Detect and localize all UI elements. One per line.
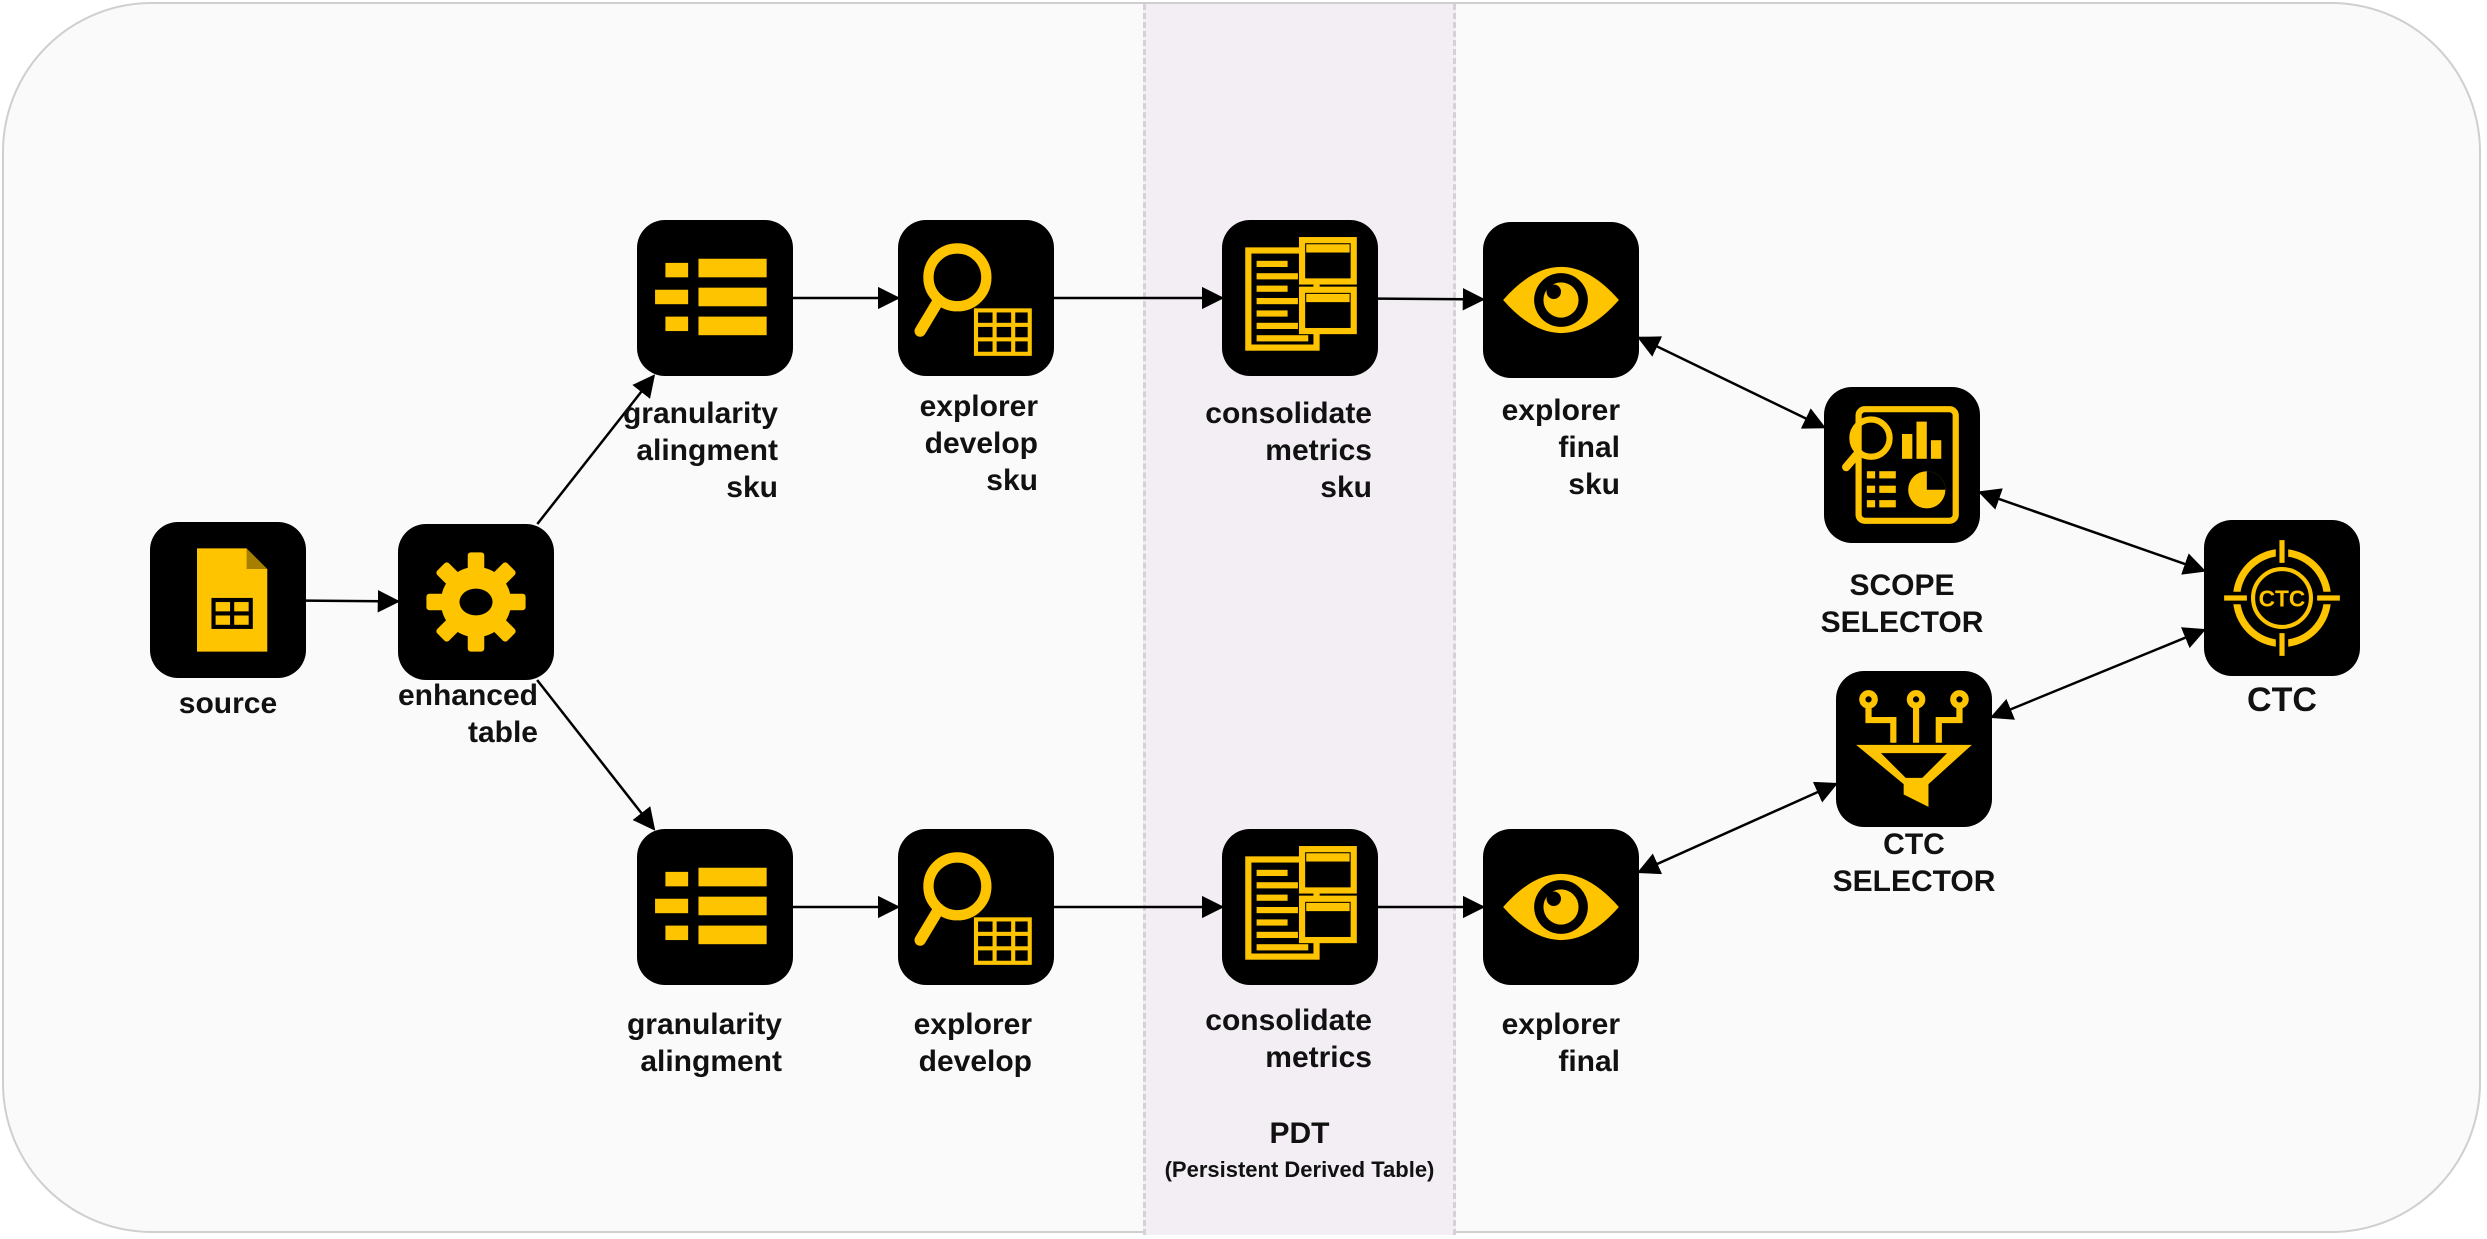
label-explorer-final-sku: explorer final sku	[1450, 392, 1620, 503]
edge-enhanced-table-to-granularity-alingment	[536, 679, 656, 831]
label-line: metrics	[1265, 434, 1372, 467]
label-ctc: CTC	[2204, 682, 2360, 719]
spreadsheet-icon	[197, 548, 268, 652]
node-enhanced-table[interactable]	[398, 524, 554, 680]
label-line: develop	[918, 1045, 1032, 1078]
label-ctc-selector: CTC SELECTOR	[1800, 826, 2028, 900]
label-consolidate-metrics-sku: consolidate metrics sku	[1200, 395, 1372, 506]
label-line: source	[178, 687, 278, 720]
edge-explorer-final-to-ctc-selector	[1636, 781, 1839, 875]
node-granularity-alingment[interactable]	[637, 829, 793, 985]
label-line: CTC	[1883, 828, 1945, 861]
edge-source-to-enhanced-table	[305, 589, 401, 613]
dashboard-layout-icon	[1245, 846, 1357, 960]
label-line: consolidate	[1205, 1004, 1372, 1037]
list-icon	[655, 867, 767, 945]
label-line: explorer	[1501, 1008, 1620, 1041]
edge-ctc-selector-to-ctc	[1989, 627, 2207, 720]
label-explorer-final: explorer final	[1450, 1006, 1620, 1080]
magnifier-table-icon	[914, 852, 1032, 965]
label-line: granularity	[626, 1008, 782, 1041]
label-line: final	[1558, 1045, 1620, 1078]
label-line: granularity	[622, 397, 778, 430]
report-search-icon	[1842, 406, 1959, 524]
label-line: table	[467, 716, 538, 749]
label-line: explorer	[1501, 394, 1620, 427]
label-scope-selector: SCOPE SELECTOR	[1790, 567, 2014, 641]
node-ctc-selector[interactable]	[1836, 671, 1992, 827]
funnel-filter-icon	[1856, 690, 1972, 807]
eye-icon	[1503, 266, 1619, 334]
node-consolidate-metrics-sku[interactable]	[1222, 220, 1378, 376]
edge-explorer-final-sku-to-scope-selector	[1636, 336, 1827, 429]
pdt-region	[1143, 4, 1456, 1235]
label-line: alingment	[636, 434, 778, 467]
magnifier-table-icon	[914, 243, 1032, 356]
pdt-title: PDT	[1269, 1117, 1330, 1150]
label-line: sku	[986, 464, 1038, 497]
node-consolidate-metrics[interactable]	[1222, 829, 1378, 985]
list-icon	[655, 258, 767, 336]
label-line: develop	[924, 427, 1038, 460]
label-granularity-alingment-sku: granularity alingment sku	[600, 395, 778, 506]
target-icon: CTC	[2224, 540, 2340, 656]
node-scope-selector[interactable]	[1824, 387, 1980, 543]
gear-icon	[426, 552, 526, 652]
label-source: source	[150, 685, 306, 722]
eye-icon	[1503, 873, 1619, 941]
label-line: SELECTOR	[1820, 606, 1984, 639]
node-source[interactable]	[150, 522, 306, 678]
edge-consolidate-metrics-sku-to-explorer-final-sku	[1377, 287, 1486, 311]
pdt-subtitle: (Persistent Derived Table)	[1164, 1157, 1435, 1182]
label-line: SCOPE	[1849, 569, 1955, 602]
label-line: sku	[726, 471, 778, 504]
node-explorer-final[interactable]	[1483, 829, 1639, 985]
node-ctc[interactable]: CTC	[2204, 520, 2360, 676]
label-consolidate-metrics: consolidate metrics	[1200, 1002, 1372, 1076]
label-line: alingment	[640, 1045, 782, 1078]
label-enhanced-table: enhanced table	[380, 677, 538, 751]
label-line: consolidate	[1205, 397, 1372, 430]
label-line: SELECTOR	[1832, 865, 1996, 898]
dashboard-layout-icon	[1245, 237, 1357, 351]
label-line: sku	[1568, 468, 1620, 501]
node-explorer-develop[interactable]	[898, 829, 1054, 985]
label-line: final	[1558, 431, 1620, 464]
node-explorer-develop-sku[interactable]	[898, 220, 1054, 376]
label-explorer-develop-sku: explorer develop sku	[880, 388, 1038, 499]
label-explorer-develop: explorer develop	[880, 1006, 1032, 1080]
edge-enhanced-table-to-granularity-alingment-sku	[536, 374, 656, 525]
label-line: CTC	[2247, 681, 2317, 719]
label-line: explorer	[919, 390, 1038, 423]
label-line: metrics	[1265, 1041, 1372, 1074]
label-granularity-alingment: granularity alingment	[600, 1006, 782, 1080]
node-explorer-final-sku[interactable]	[1483, 222, 1639, 378]
edge-scope-selector-to-ctc	[1977, 488, 2207, 575]
label-line: explorer	[913, 1008, 1032, 1041]
label-line: enhanced	[397, 679, 538, 712]
node-granularity-alingment-sku[interactable]	[637, 220, 793, 376]
ctc-icon-text: CTC	[2259, 585, 2306, 611]
label-line: sku	[1320, 471, 1372, 504]
